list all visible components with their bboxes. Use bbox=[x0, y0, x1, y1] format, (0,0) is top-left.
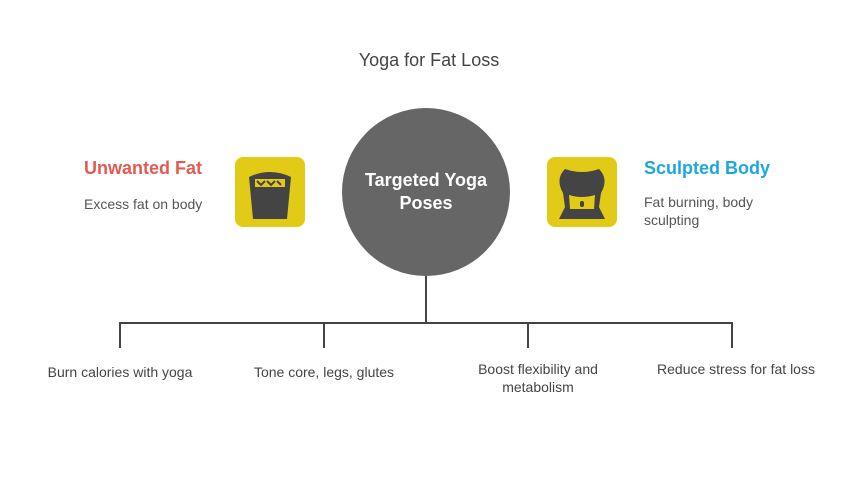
left-heading: Unwanted Fat bbox=[84, 158, 203, 178]
connector-drop bbox=[731, 322, 733, 348]
diagram-title: Yoga for Fat Loss bbox=[358, 50, 500, 70]
leaf-reduce-stress: Reduce stress for fat loss bbox=[657, 361, 815, 377]
connector-drop bbox=[323, 322, 325, 348]
center-node: Targeted Yoga Poses bbox=[342, 108, 510, 276]
left-desc: Excess fat on body bbox=[84, 196, 203, 212]
right-desc: Fat burning, body sculpting bbox=[644, 194, 753, 228]
connector-stem bbox=[425, 276, 427, 323]
right-heading: Sculpted Body bbox=[644, 158, 771, 178]
connector-drop bbox=[527, 322, 529, 348]
leaf-tone-core: Tone core, legs, glutes bbox=[253, 364, 395, 380]
leaf-boost-flexibility: Boost flexibility and metabolism bbox=[478, 361, 598, 395]
leaf-burn-calories: Burn calories with yoga bbox=[47, 364, 193, 380]
connector-drop bbox=[119, 322, 121, 348]
connector-bar bbox=[119, 322, 733, 324]
body-icon bbox=[547, 157, 617, 227]
scale-icon bbox=[235, 157, 305, 227]
